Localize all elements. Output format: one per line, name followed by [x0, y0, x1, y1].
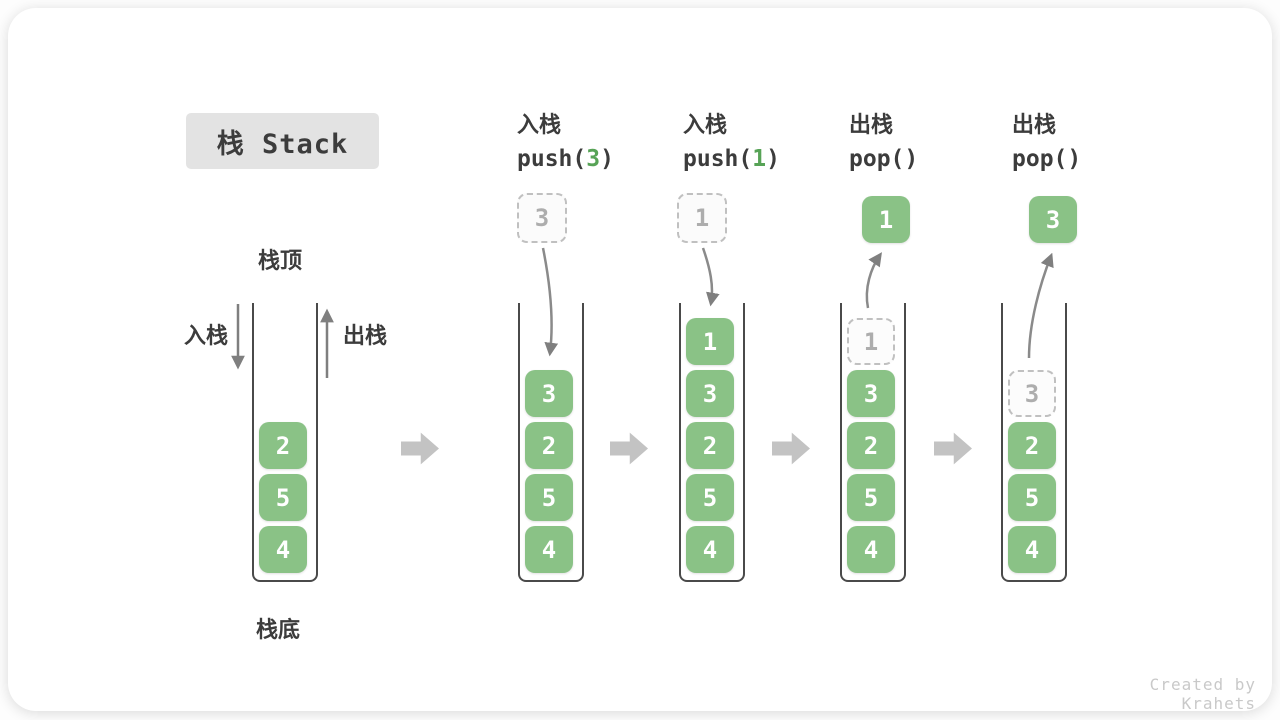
- stack-cell: 5: [1008, 474, 1056, 521]
- popped-element-box: 3: [1029, 196, 1077, 243]
- stack-container-pop-3: 3 2 5 4: [1001, 303, 1067, 582]
- stack-cell: 4: [259, 526, 307, 573]
- stage-header-cn: 入栈: [517, 112, 562, 137]
- stack-cell: 5: [686, 474, 734, 521]
- stack-cell: 3: [686, 370, 734, 417]
- stack-cell: 1: [686, 318, 734, 365]
- diagram-canvas: 栈 Stack 入栈 push(3) 入栈 push(1) 出栈 pop() 出…: [8, 8, 1272, 713]
- stack-cell: 5: [847, 474, 895, 521]
- incoming-element-box: 1: [677, 193, 727, 243]
- stage-header-pop-1: 出栈 pop(): [849, 107, 918, 177]
- stage-header-push-3: 入栈 push(3): [517, 107, 614, 177]
- stack-cell: 2: [1008, 422, 1056, 469]
- stack-container-push-1: 1 3 2 5 4: [679, 303, 745, 582]
- push-arg-value: 1: [752, 146, 767, 172]
- stack-cell: 2: [686, 422, 734, 469]
- stack-cell: 4: [686, 526, 734, 573]
- diagram-title: 栈 Stack: [216, 128, 349, 160]
- stack-cell: 4: [847, 526, 895, 573]
- stack-cell: 3: [525, 370, 573, 417]
- stage-header-cn: 出栈: [1012, 112, 1057, 137]
- popped-element-box: 1: [862, 196, 910, 243]
- stage-header-cn: 出栈: [849, 112, 894, 137]
- stack-container-push-3: 3 2 5 4: [518, 303, 584, 582]
- stack-cell: 3: [847, 370, 895, 417]
- stage-header-code: pop(): [1012, 146, 1082, 172]
- stage-header-pop-3: 出栈 pop(): [1012, 107, 1081, 177]
- stack-cell: 4: [525, 526, 573, 573]
- stack-container-initial: 2 5 4: [252, 303, 318, 582]
- stack-cell: 2: [259, 422, 307, 469]
- popped-ghost-cell: 3: [1008, 370, 1056, 417]
- stack-cell: 4: [1008, 526, 1056, 573]
- transition-arrow-icon: [772, 432, 810, 465]
- transition-arrow-icon: [934, 432, 972, 465]
- popped-ghost-cell: 1: [847, 318, 895, 365]
- popped-element-value: 3: [1045, 205, 1061, 234]
- stack-container-pop-1: 1 3 2 5 4: [840, 303, 906, 582]
- push-arg-value: 3: [586, 146, 601, 172]
- push-direction-label: 入栈: [184, 323, 229, 348]
- stage-header-push-1: 入栈 push(1): [683, 107, 780, 177]
- stack-cell: 2: [525, 422, 573, 469]
- incoming-element-box: 3: [517, 193, 567, 243]
- pop-direction-label: 出栈: [343, 323, 388, 348]
- watermark: Created by Krahets: [1149, 675, 1256, 713]
- stack-cell: 5: [259, 474, 307, 521]
- pop-curve-arrow-icon: [865, 252, 882, 309]
- stage-header-code: push(3): [517, 146, 614, 172]
- diagram-title-box: 栈 Stack: [186, 113, 379, 169]
- push-curve-arrow-icon: [701, 247, 720, 307]
- incoming-element-value: 3: [534, 204, 550, 232]
- stage-header-cn: 入栈: [683, 112, 728, 137]
- stage-header-code: push(1): [683, 146, 780, 172]
- stack-cell: 5: [525, 474, 573, 521]
- stage-header-code: pop(): [849, 146, 919, 172]
- transition-arrow-icon: [401, 432, 439, 465]
- stack-bottom-label: 栈底: [256, 617, 301, 642]
- stack-cell: 2: [847, 422, 895, 469]
- stack-top-label: 栈顶: [258, 248, 303, 273]
- popped-element-value: 1: [878, 205, 894, 234]
- transition-arrow-icon: [610, 432, 648, 465]
- incoming-element-value: 1: [694, 204, 710, 232]
